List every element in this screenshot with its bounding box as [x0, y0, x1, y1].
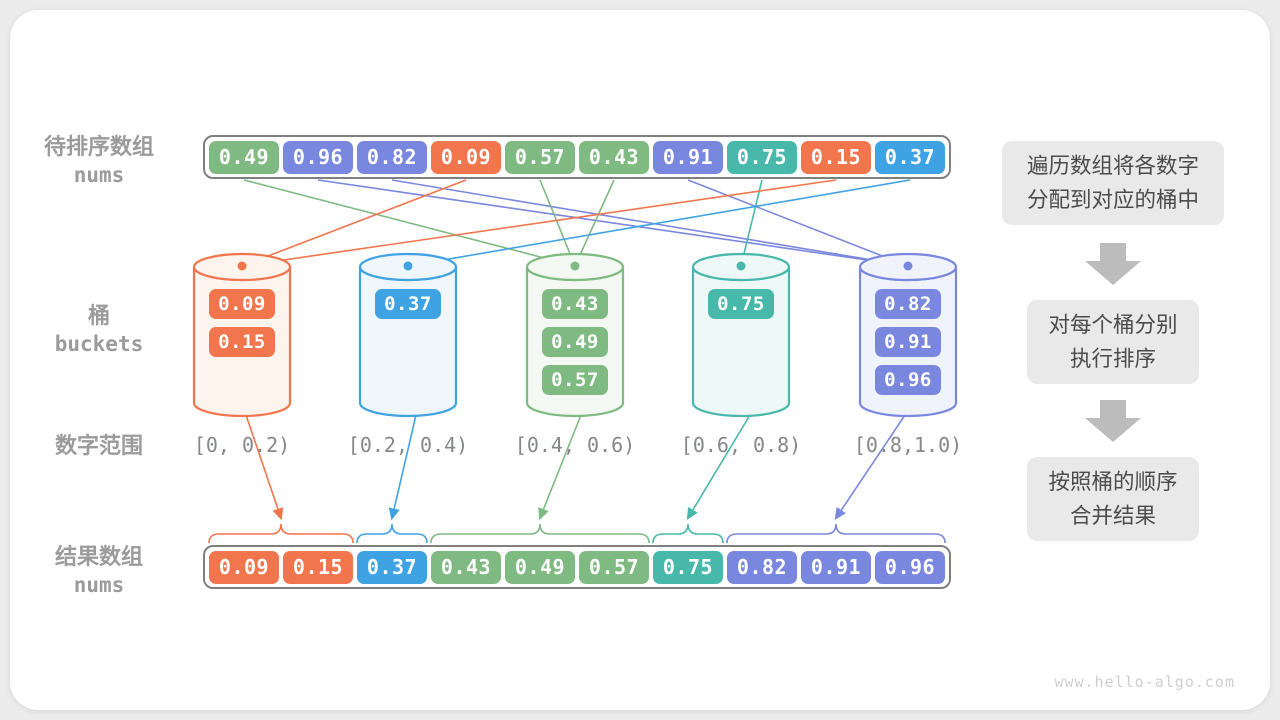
array-cell: 0.75 — [653, 550, 723, 584]
array-cell: 0.82 — [357, 140, 427, 174]
bucket-value: 0.91 — [875, 327, 941, 357]
step-text: 对每个桶分别 — [1048, 313, 1178, 337]
array-cell: 0.49 — [505, 550, 575, 584]
bucket-value: 0.37 — [375, 289, 441, 319]
bucket-range: [0.2, 0.4) — [347, 433, 469, 457]
array-cell: 0.43 — [431, 550, 501, 584]
result-array-label: 结果数组 nums — [20, 544, 178, 598]
buckets-label-cn: 桶 — [87, 303, 110, 328]
result-array: 0.09 0.15 0.37 0.43 0.49 0.57 0.75 0.82 … — [203, 545, 951, 589]
bucket-value: 0.82 — [875, 289, 941, 319]
array-cell: 0.57 — [579, 550, 649, 584]
range-label-cn: 数字范围 — [54, 433, 143, 458]
array-cell: 0.43 — [579, 140, 649, 174]
bucket-range: [0, 0.2) — [193, 433, 291, 457]
array-cell: 0.75 — [727, 140, 797, 174]
range-label: 数字范围 — [20, 433, 178, 459]
array-cell: 0.57 — [505, 140, 575, 174]
array-cell: 0.91 — [801, 550, 871, 584]
array-cell: 0.37 — [875, 140, 945, 174]
array-cell: 0.96 — [875, 550, 945, 584]
bucket-value: 0.57 — [542, 365, 608, 395]
array-cell: 0.49 — [209, 140, 279, 174]
bucket-value: 0.49 — [542, 327, 608, 357]
source-array-label-var: nums — [73, 163, 125, 187]
source-array-label-cn: 待排序数组 — [43, 134, 154, 159]
bucket-value: 0.09 — [209, 289, 275, 319]
step-box-merge: 按照桶的顺序 合并结果 — [1027, 457, 1199, 541]
result-array-label-var: nums — [73, 573, 125, 597]
buckets-label: 桶 buckets — [20, 303, 178, 357]
step-text: 执行排序 — [1069, 347, 1156, 371]
watermark: www.hello-algo.com — [1054, 673, 1235, 691]
result-array-label-cn: 结果数组 — [54, 544, 143, 569]
step-text: 按照桶的顺序 — [1048, 470, 1178, 494]
array-cell: 0.09 — [431, 140, 501, 174]
source-array: 0.49 0.96 0.82 0.09 0.57 0.43 0.91 0.75 … — [203, 135, 951, 179]
buckets-label-var: buckets — [54, 332, 144, 356]
array-cell: 0.15 — [801, 140, 871, 174]
bucket-range: [0.6, 0.8) — [680, 433, 802, 457]
bucket-value: 0.75 — [708, 289, 774, 319]
array-cell: 0.09 — [209, 550, 279, 584]
array-cell: 0.15 — [283, 550, 353, 584]
array-cell: 0.82 — [727, 550, 797, 584]
array-cell: 0.37 — [357, 550, 427, 584]
bucket-value: 0.15 — [209, 327, 275, 357]
array-cell: 0.91 — [653, 140, 723, 174]
step-text: 遍历数组将各数字 — [1026, 154, 1199, 178]
bucket-value: 0.96 — [875, 365, 941, 395]
step-box-sort: 对每个桶分别 执行排序 — [1027, 300, 1199, 384]
bucket-range: [0.8,1.0) — [853, 433, 963, 457]
step-text: 合并结果 — [1069, 504, 1156, 528]
bucket-value: 0.43 — [542, 289, 608, 319]
step-text: 分配到对应的桶中 — [1026, 188, 1199, 212]
bucket-range: [0.4, 0.6) — [514, 433, 636, 457]
step-box-distribute: 遍历数组将各数字 分配到对应的桶中 — [1002, 141, 1224, 225]
source-array-label: 待排序数组 nums — [20, 134, 178, 188]
array-cell: 0.96 — [283, 140, 353, 174]
